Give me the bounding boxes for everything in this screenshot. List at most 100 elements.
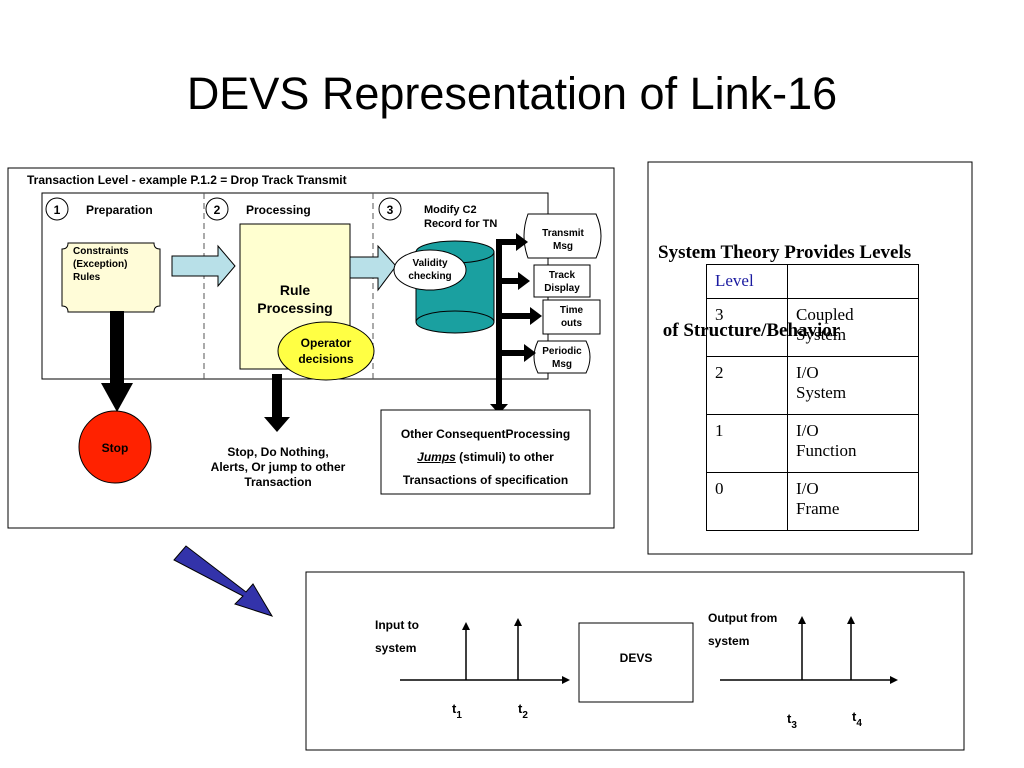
- level-desc-line2: Frame: [796, 499, 840, 518]
- devs-label: DEVS: [619, 651, 653, 665]
- level-number: 0: [706, 472, 788, 531]
- block-arrow-rule-to-validity: [349, 244, 397, 292]
- output-transmit-label: Transmit Msg: [524, 227, 602, 253]
- constraints-line1: Constraints: [73, 246, 129, 257]
- transmit-line1: Transmit: [542, 228, 584, 239]
- stage-3-number: 3: [386, 203, 394, 217]
- levels-header-row: Level: [706, 264, 919, 299]
- consequent-line1: Other ConsequentProcessing: [400, 427, 571, 441]
- consequent-line2: Jumps (stimuli) to other: [381, 446, 590, 469]
- output-box-time: [542, 299, 601, 335]
- tick-label-t3: t3: [787, 711, 797, 731]
- tick-t1-sub: 1: [456, 710, 462, 721]
- stop-note-line3: Transaction: [244, 475, 312, 489]
- stage-3-circle: [378, 197, 402, 221]
- input-label-line2: system: [375, 641, 417, 655]
- level-desc-line1: I/O: [796, 421, 819, 440]
- consequent-line2-rest: (stimuli) to other: [455, 450, 554, 464]
- input-label-line1: Input to: [375, 618, 419, 632]
- stop-label: Stop: [101, 441, 129, 455]
- tick-t2-main: t: [518, 701, 523, 716]
- system-theory-heading-line1: System Theory Provides Levels: [658, 242, 912, 263]
- validity-line2: checking: [408, 271, 452, 282]
- constraints-shape: [61, 242, 161, 313]
- constraints-line3: Rules: [73, 272, 101, 283]
- tick-t4-sub: 4: [856, 718, 862, 729]
- level-number: 2: [706, 356, 788, 415]
- time-line2: outs: [560, 318, 583, 329]
- devs-box: [578, 622, 694, 703]
- cylinder-output-arrows: [490, 233, 542, 414]
- operator-line2: decisions: [298, 352, 354, 366]
- stage-3-label-line2: Record for TN: [424, 218, 498, 230]
- level-desc-line2: System: [796, 325, 847, 344]
- validity-ellipse: [393, 249, 467, 291]
- arrow-operator-down: [264, 374, 290, 432]
- input-label: Input to system: [375, 614, 419, 660]
- consequent-label: Other ConsequentProcessing Jumps (stimul…: [381, 423, 590, 492]
- stage-2-circle: [205, 197, 229, 221]
- jumps-text: Jumps: [417, 450, 456, 464]
- constraints-label: Constraints (Exception) Rules: [73, 245, 129, 284]
- output-box-transmit: [523, 213, 602, 259]
- stage-3-label-line1: Modify C2: [424, 204, 477, 216]
- tick-t4-main: t: [852, 709, 857, 724]
- transaction-heading: Transaction Level - example P.1.2 = Drop…: [27, 173, 347, 187]
- stage-1-label: Preparation: [86, 203, 153, 217]
- stage-1-circle: [45, 197, 69, 221]
- output-label: Output from system: [708, 607, 777, 653]
- level-desc-line1: I/O: [796, 479, 819, 498]
- output-label-line2: system: [708, 634, 750, 648]
- consequent-line3: Transactions of specification: [402, 473, 569, 487]
- level-desc-line1: I/O: [796, 363, 819, 382]
- operator-line1: Operator: [300, 336, 352, 350]
- consequent-box: [380, 409, 591, 495]
- tick-t1-main: t: [452, 701, 457, 716]
- constraints-line2: (Exception): [73, 259, 128, 270]
- track-line2: Display: [544, 283, 580, 294]
- tick-t2-sub: 2: [522, 710, 528, 721]
- rule-line2: Processing: [257, 300, 333, 316]
- track-line1: Track: [548, 270, 576, 281]
- periodic-line1: Periodic: [542, 346, 582, 357]
- level-desc-line2: System: [796, 383, 847, 402]
- validity-label: Validity checking: [394, 257, 466, 283]
- output-box-track: [533, 264, 591, 298]
- stage-2-number: 2: [213, 203, 221, 217]
- stage-1-number: 1: [53, 203, 61, 217]
- operator-decisions-ellipse: [277, 321, 375, 381]
- levels-header-cell: Level: [706, 264, 788, 299]
- big-blue-arrow: [173, 545, 274, 617]
- tick-label-t1: t1: [452, 701, 462, 721]
- periodic-line2: Msg: [552, 359, 572, 370]
- transmit-line2: Msg: [553, 241, 573, 252]
- stop-circle: [78, 410, 152, 484]
- rule-processing-label: Rule Processing: [240, 281, 350, 317]
- output-box-periodic: [533, 340, 591, 374]
- stop-note-line2: Alerts, Or jump to other: [210, 460, 346, 474]
- arrow-to-stop: [101, 311, 133, 412]
- stop-note-line1: Stop, Do Nothing,: [227, 445, 329, 459]
- operator-decisions-label: Operator decisions: [278, 335, 374, 367]
- block-arrow-prep-to-rule: [171, 244, 236, 288]
- tick-label-t2: t2: [518, 701, 528, 721]
- output-track-label: Track Display: [534, 269, 590, 295]
- tick-t3-sub: 3: [791, 720, 797, 731]
- output-time-label: Time outs: [543, 304, 600, 330]
- levels-header-empty: [787, 264, 919, 299]
- output-periodic-label: Periodic Msg: [531, 345, 593, 371]
- level-desc-line1: Coupled: [796, 305, 854, 324]
- output-label-line1: Output from: [708, 611, 778, 625]
- tick-label-t4: t4: [852, 709, 862, 729]
- validity-line1: Validity: [412, 258, 448, 269]
